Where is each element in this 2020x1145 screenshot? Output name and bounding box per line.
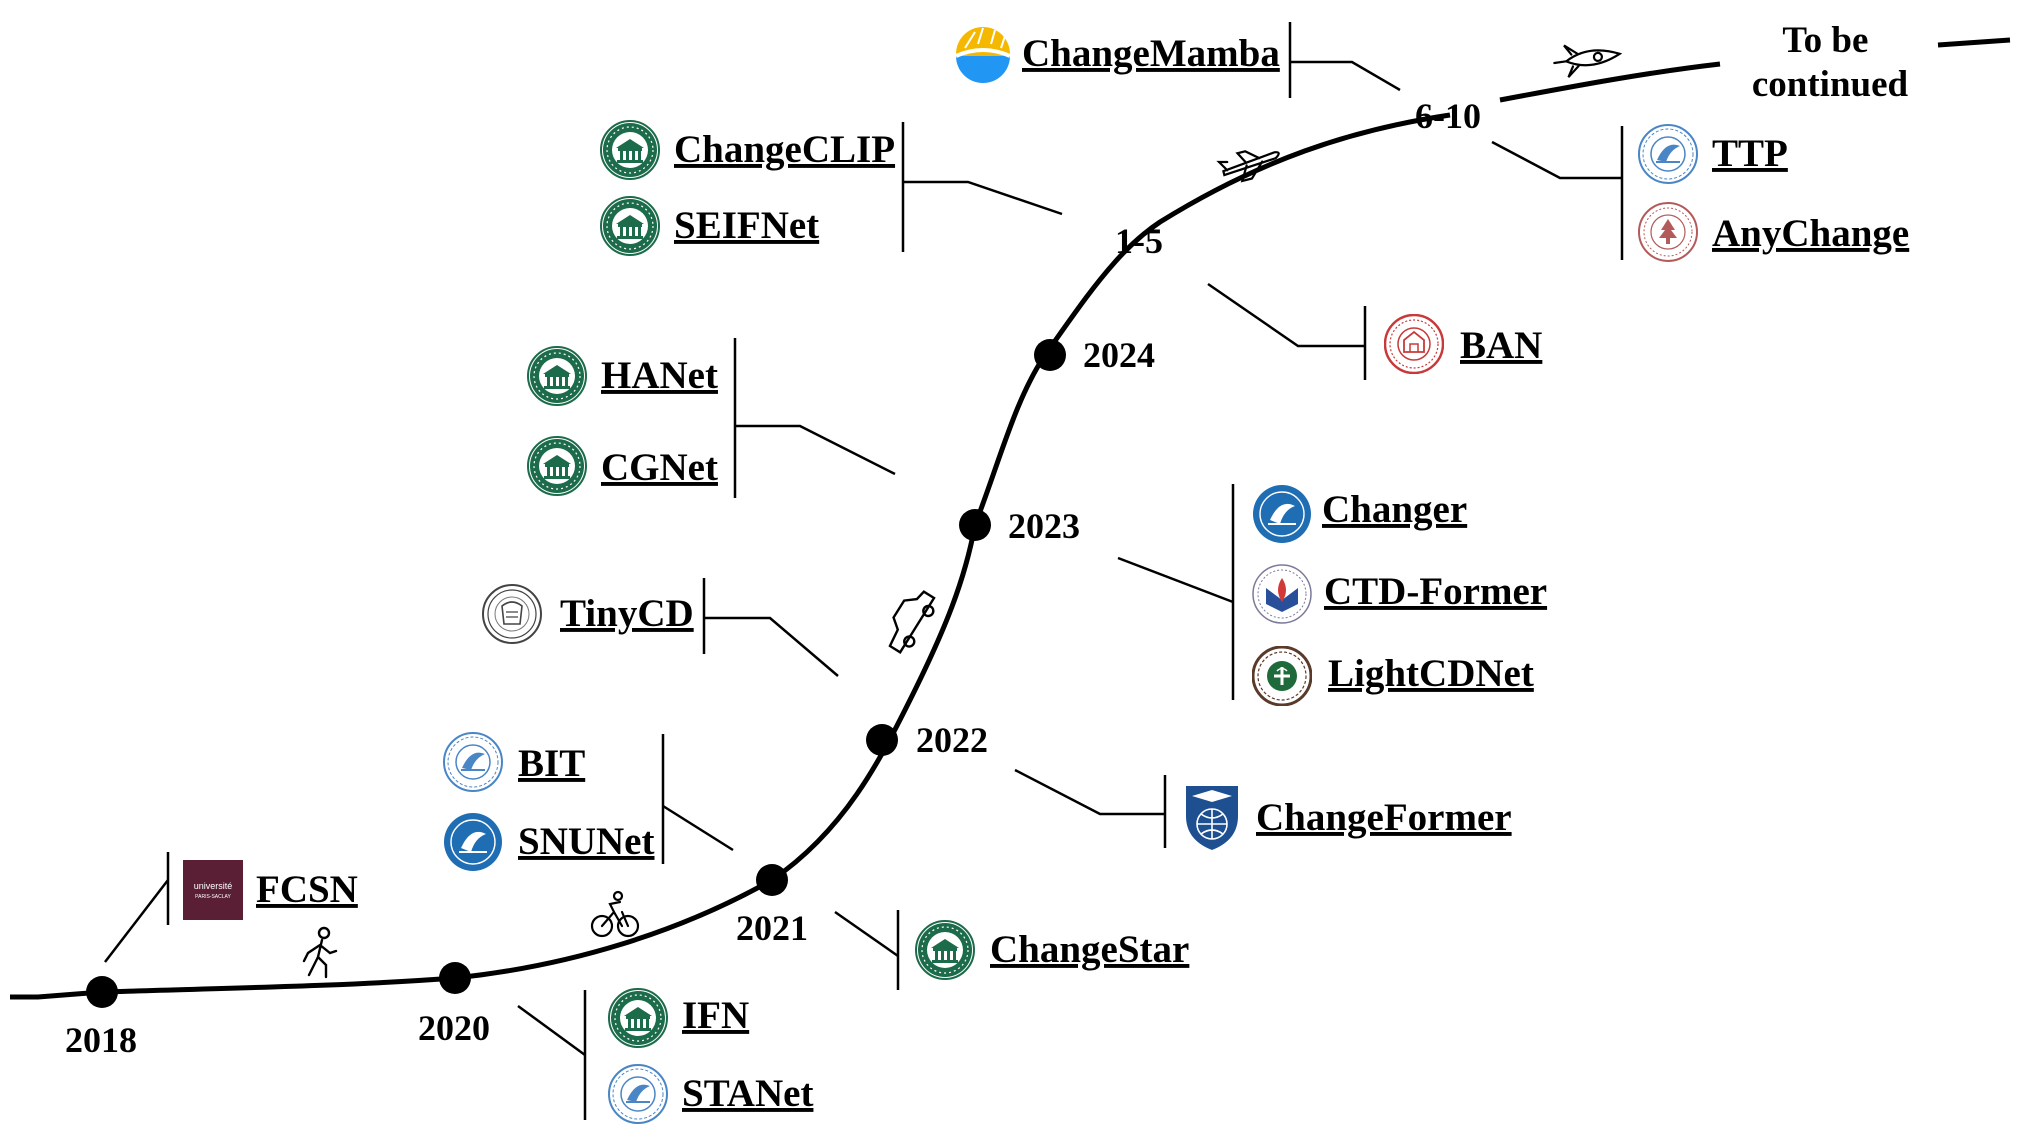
model-bit[interactable]: BIT [518,742,585,785]
milestone-label-2021: 2021 [736,908,808,948]
universite-paris-saclay-logo [183,860,243,920]
green-circle-logo [1252,646,1312,706]
timeline-curve-continued [1499,61,1721,103]
milestone-dot-2021 [756,864,788,896]
milestone-dot-2018 [86,976,118,1008]
model-stanet[interactable]: STANet [682,1072,813,1115]
johns-hopkins-shield-logo [1185,785,1239,851]
wuhan-university-logo [527,436,587,496]
end-note: To be continued [1752,20,1909,105]
model-cgnet[interactable]: CGNet [601,446,718,489]
model-changer[interactable]: Changer [1322,488,1467,531]
beihang-university-logo [443,732,503,792]
connectors [104,22,1624,1120]
model-changeclip[interactable]: ChangeCLIP [674,128,895,171]
red-seal-logo [1384,314,1444,374]
milestone-dot-2022 [866,724,898,756]
milestone-label-2024: 2024 [1083,335,1155,375]
model-lightcdnet[interactable]: LightCDNet [1328,652,1534,695]
milestone-label-2018: 2018 [65,1020,137,1060]
blue-university-logo [1252,484,1312,544]
milestone-dot-2023 [959,509,991,541]
wuhan-university-logo [527,346,587,406]
model-seifnet[interactable]: SEIFNet [674,204,819,247]
stanford-tree-seal-logo [1638,202,1698,262]
model-snunet[interactable]: SNUNet [518,820,654,863]
model-ttp[interactable]: TTP [1712,132,1788,175]
bicycle-icon [590,890,640,938]
model-tinycd[interactable]: TinyCD [560,592,694,635]
blue-university-logo [443,812,503,872]
model-changeformer[interactable]: ChangeFormer [1256,796,1512,839]
milestone-label-2023: 2023 [1008,506,1080,546]
milestone-dot-2020 [439,962,471,994]
model-ctd-former[interactable]: CTD-Former [1324,570,1547,613]
grey-seal-logo [482,584,542,644]
beihang-university-logo [608,1064,668,1124]
milestone-label-2020: 2020 [418,1008,490,1048]
milestone-label-1-5: 1-5 [1115,221,1163,261]
model-hanet[interactable]: HANet [601,354,718,397]
milestone-dot-2024 [1034,339,1066,371]
model-changestar[interactable]: ChangeStar [990,928,1189,971]
rocket-icon [1553,44,1623,78]
car-icon [888,590,936,654]
sun-logo [954,25,1012,84]
walking-person-icon [302,926,338,979]
model-anychange[interactable]: AnyChange [1712,212,1909,255]
model-ban[interactable]: BAN [1460,324,1542,367]
beihang-university-logo [1638,124,1698,184]
milestone-label-6-10: 6-10 [1415,96,1481,136]
red-blue-crest-logo [1252,564,1312,624]
model-changemamba[interactable]: ChangeMamba [1022,32,1280,75]
model-ifn[interactable]: IFN [682,994,749,1037]
timeline-curve-tail [1937,37,2011,48]
model-fcsn[interactable]: FCSN [256,868,358,911]
milestone-label-2022: 2022 [916,720,988,760]
wuhan-university-logo [915,920,975,980]
airplane-icon [1216,150,1280,183]
wuhan-university-logo [600,196,660,256]
wuhan-university-logo [608,988,668,1048]
wuhan-university-logo [600,120,660,180]
